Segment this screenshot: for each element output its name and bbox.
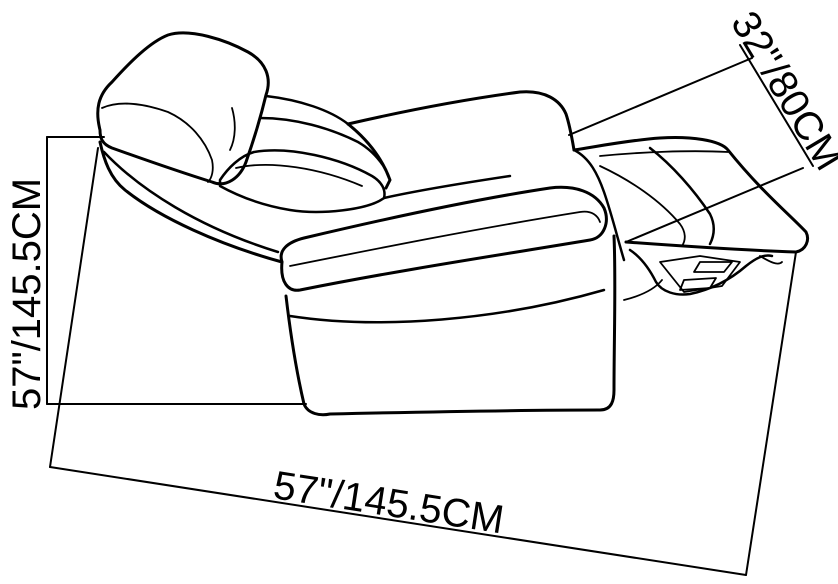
lumbar-cushion	[218, 149, 386, 214]
width-left-extension	[49, 147, 99, 468]
armrest-base-seam	[288, 288, 606, 324]
depth-top-extension	[568, 57, 753, 136]
dimension-labels: 57"/145.5CM 57"/145.5CM 32"/80CM	[5, 4, 838, 542]
armrest-seam	[289, 210, 601, 267]
headrest-pillow	[96, 31, 270, 186]
depth-dimension-line	[739, 44, 814, 167]
height-label: 57"/145.5CM	[5, 178, 49, 410]
mechanism-slot-1	[693, 261, 733, 273]
footrest-side-seam	[599, 165, 686, 247]
back-cushion-top	[264, 94, 350, 126]
backrest-top-line	[346, 90, 576, 152]
lumbar-seam	[235, 164, 363, 187]
mechanism-slot-2	[679, 277, 717, 291]
mechanism-plate	[659, 255, 741, 293]
backrest-shell	[98, 140, 284, 264]
arm-side-panel	[572, 148, 626, 262]
depth-label: 32"/80CM	[722, 4, 838, 178]
recliner-chair	[96, 31, 810, 417]
footrest-seam	[599, 150, 729, 157]
seat-back-line	[382, 174, 512, 200]
footrest-middle-fold	[648, 146, 715, 246]
mechanism-link	[759, 255, 783, 265]
headrest-crease	[229, 107, 236, 151]
depth-bottom-extension	[625, 167, 804, 243]
width-dimension-line	[49, 466, 747, 576]
footrest-top	[572, 136, 810, 254]
width-label: 57"/145.5CM	[271, 463, 507, 542]
armrest-front-panel	[284, 234, 617, 417]
mechanism-arm	[623, 279, 663, 301]
backrest-inner-edge	[102, 150, 280, 254]
recline-mechanism	[628, 248, 774, 296]
dimension-lines	[46, 44, 814, 576]
width-right-extension	[745, 251, 797, 576]
back-cushion-right-edge	[346, 122, 392, 190]
headrest-seam	[101, 102, 214, 183]
armrest-top	[279, 185, 608, 292]
